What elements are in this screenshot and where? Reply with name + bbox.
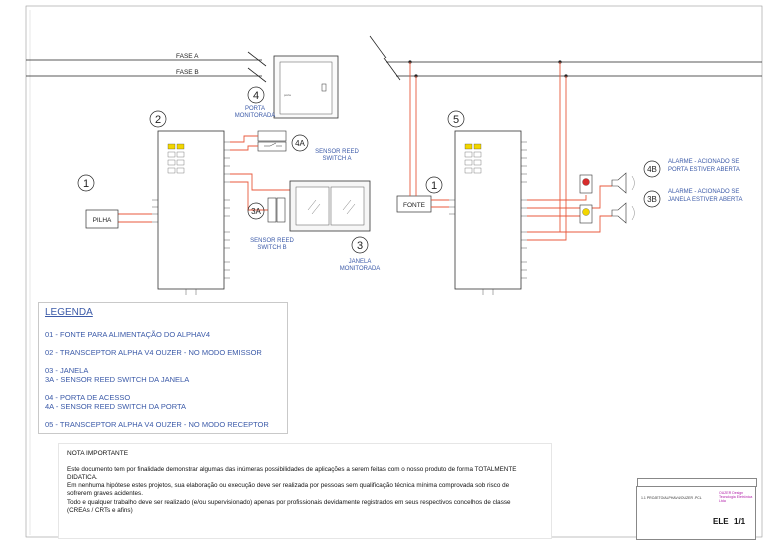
fase-a-label: FASE A bbox=[176, 53, 199, 60]
sheet-number: 1/1 bbox=[734, 517, 746, 526]
transceiver-emissor bbox=[152, 130, 230, 295]
siren-icon bbox=[611, 172, 627, 194]
alarm-door-label-1: ALARME - ACIONADO SE bbox=[668, 159, 739, 165]
transceiver-emissor-number: 2 bbox=[155, 114, 161, 126]
red-led-icon bbox=[582, 178, 590, 186]
project-name: 1.1 PROJETO/ALPHAV4/OUZER .PCL bbox=[641, 496, 702, 500]
svg-text:porta: porta bbox=[284, 93, 291, 97]
window bbox=[289, 180, 371, 232]
fase-b-label: FASE B bbox=[176, 69, 199, 76]
door-label-2: MONITORADA bbox=[235, 113, 276, 119]
alarm-door-label-2: PORTA ESTIVER ABERTA bbox=[668, 167, 740, 173]
emissor-wiring bbox=[118, 135, 290, 223]
reed-sensor-a bbox=[257, 130, 287, 152]
alarm-window bbox=[579, 202, 635, 224]
sensor-b-label-1: SENSOR REED bbox=[250, 238, 294, 244]
note-line: sofrerem graves acidentes. bbox=[67, 490, 143, 497]
transceiver-receptor bbox=[449, 130, 527, 295]
sensor-a-label-1: SENSOR REED bbox=[315, 149, 359, 155]
alarm-window-label-1: ALARME - ACIONADO SE bbox=[668, 189, 739, 195]
sensor-a-number: 4A bbox=[295, 139, 305, 148]
phase-bus: FASE A FASE B bbox=[26, 35, 762, 83]
note-title: NOTA IMPORTANTE bbox=[67, 450, 129, 457]
transceiver-receptor-number: 5 bbox=[453, 114, 459, 126]
pilha-box bbox=[85, 209, 119, 229]
pilha-number: 1 bbox=[83, 178, 89, 190]
note-line: Este documento tem por finalidade demons… bbox=[67, 466, 517, 473]
reed-sensor-b bbox=[267, 197, 277, 223]
sensor-b-number: 3A bbox=[251, 207, 261, 216]
note-line: DIDATICA. bbox=[67, 474, 98, 481]
window-label-2: MONITORADA bbox=[340, 266, 381, 272]
window-label-1: JANELA bbox=[349, 259, 372, 265]
fonte-label: FONTE bbox=[403, 202, 426, 209]
fonte-box bbox=[396, 195, 432, 213]
sensor-b-label-2: SWITCH B bbox=[257, 245, 286, 251]
legend-item-04: 04 - PORTA DE ACESSO bbox=[45, 393, 131, 402]
yellow-led-icon bbox=[582, 208, 590, 216]
door-label-1: PORTA bbox=[245, 106, 265, 112]
alarm-door bbox=[579, 172, 635, 194]
note-line: (CREAs / CRTs e afins) bbox=[67, 507, 133, 514]
door-number: 4 bbox=[253, 90, 259, 102]
note-line: Em nenhuma hipótese estes projetos, sua … bbox=[67, 482, 510, 489]
legend-item-03a: 3A - SENSOR REED SWITCH DA JANELA bbox=[45, 375, 190, 384]
pilha-label: PILHA bbox=[93, 217, 112, 224]
siren-icon bbox=[611, 202, 627, 224]
discipline-code: ELE bbox=[713, 517, 729, 526]
important-note: NOTA IMPORTANTE Este documento tem por f… bbox=[58, 443, 552, 539]
note-line: Todo e qualquer trabalho deve ser realiz… bbox=[67, 499, 511, 506]
legend-item-04a: 4A - SENSOR REED SWITCH DA PORTA bbox=[45, 402, 186, 411]
legend-item-01: 01 - FONTE PARA ALIMENTAÇÃO DO ALPHAV4 bbox=[45, 330, 211, 339]
legend-item-05: 05 - TRANSCEPTOR ALPHA V4 OUZER - NO MOD… bbox=[45, 420, 269, 429]
alarm-door-number: 4B bbox=[647, 165, 657, 174]
alarm-window-label-2: JANELA ESTIVER ABERTA bbox=[668, 197, 742, 203]
company-name: OUZER Design Tecnologia Eletrônica Ltda bbox=[719, 491, 753, 503]
legend-item-02: 02 - TRANSCEPTOR ALPHA V4 OUZER - NO MOD… bbox=[45, 348, 262, 357]
alarm-window-number: 3B bbox=[647, 195, 657, 204]
door: porta bbox=[273, 55, 339, 119]
sensor-a-label-2: SWITCH A bbox=[322, 156, 351, 162]
legend-title: LEGENDA bbox=[45, 307, 93, 318]
legend-item-03: 03 - JANELA bbox=[45, 366, 89, 375]
window-number: 3 bbox=[357, 240, 363, 252]
legend-panel: LEGENDA 01 - FONTE PARA ALIMENTAÇÃO DO A… bbox=[38, 302, 288, 434]
title-block: 1.1 PROJETO/ALPHAV4/OUZER .PCL OUZER Des… bbox=[636, 478, 757, 540]
fonte-number: 1 bbox=[431, 180, 437, 192]
